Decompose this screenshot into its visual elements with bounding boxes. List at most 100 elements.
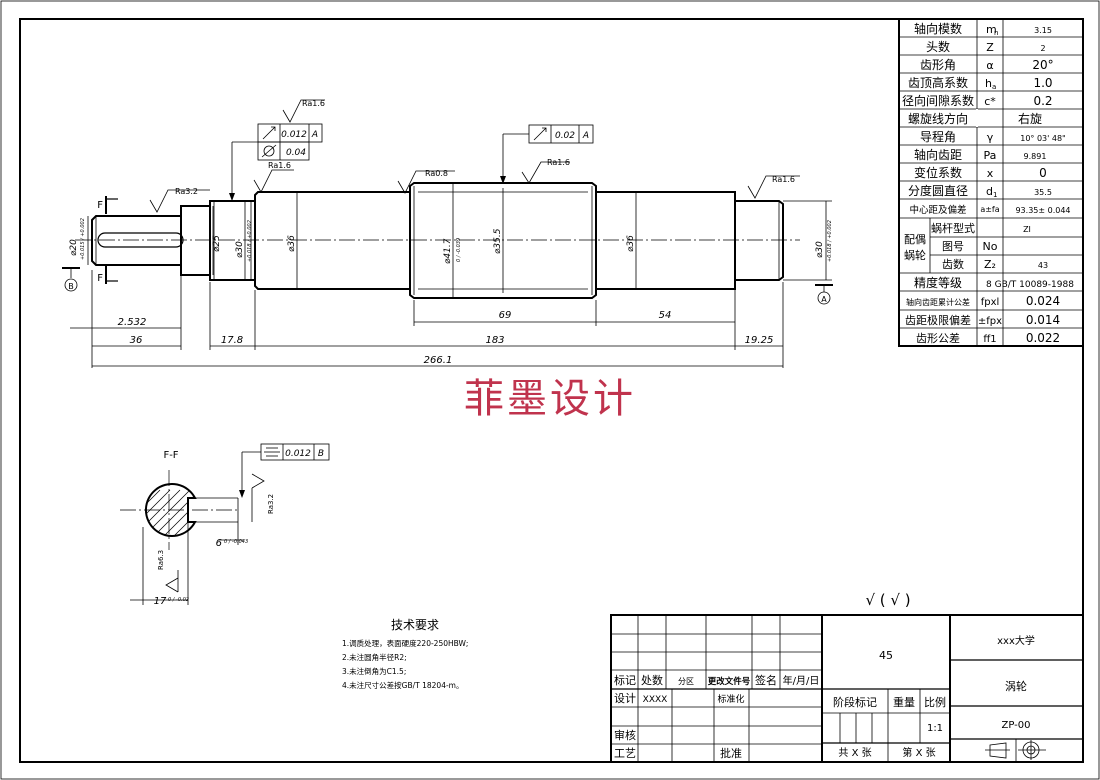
- roughness-icon: [251, 473, 265, 489]
- tech-item: 3.未注倒角为C1.5;: [342, 666, 406, 676]
- worm-runout-datum: A: [582, 131, 589, 141]
- dim-d20: ⌀20: [69, 239, 79, 256]
- watermark-text: 菲墨设计: [464, 376, 636, 422]
- param-symbol-sub: a: [992, 83, 996, 91]
- param-value: 右旋: [1018, 111, 1042, 126]
- param-name: 径向间隙系数: [902, 93, 974, 108]
- tb-weight: 重量: [893, 695, 915, 709]
- tb-ratio: 比例: [924, 695, 946, 709]
- param-value: 35.5: [1034, 188, 1052, 197]
- param-symbol: a±fa: [980, 205, 999, 214]
- key-width: 6: [216, 538, 222, 549]
- left-journal: [91, 215, 182, 266]
- dim-2532: 2.532: [118, 317, 147, 328]
- tb-header-count: 处数: [641, 674, 663, 687]
- param-value: 0.014: [1026, 313, 1060, 327]
- mate-name: 齿数: [942, 258, 964, 271]
- symmetry-value: 0.012: [285, 449, 311, 459]
- param-value: 2: [1040, 44, 1045, 53]
- section-view: F-F: [120, 443, 330, 607]
- param-symbol: d: [986, 185, 993, 198]
- rough-ra08: Ra0.8: [425, 169, 448, 178]
- dim-266-1: 266.1: [424, 355, 453, 366]
- inner-frame: [19, 18, 1084, 763]
- dim-19-25: 19.25: [745, 335, 774, 346]
- param-name: 齿形角: [920, 58, 956, 72]
- roughness-icon: [521, 161, 570, 184]
- param-name: 变位系数: [914, 165, 962, 180]
- mate-name: 蜗杆型式: [931, 221, 975, 235]
- runout-icon: [262, 126, 276, 140]
- cylindricity-value: 0.04: [286, 148, 306, 158]
- param-value: 3.15: [1034, 26, 1052, 35]
- tb-process: 工艺: [614, 747, 636, 760]
- roughness-icon: [253, 169, 294, 193]
- param-name: 导程角: [920, 129, 956, 144]
- param-name: 轴向齿距累计公差: [906, 297, 970, 307]
- tech-requirements: 技术要求 1.调质处理，表面硬度220-250HBW; 2.未注圆角半径R2; …: [342, 618, 468, 690]
- tolerance-frame-runout: 0.012 A 0.04: [229, 123, 323, 201]
- tb-part-name: 涡轮: [1005, 679, 1027, 693]
- param-symbol: ff1: [983, 334, 996, 345]
- tolerance-frame-worm-runout: 0.02 A: [500, 124, 594, 184]
- dim-d30: ⌀30: [235, 241, 245, 258]
- tb-header-zone: 分区: [678, 677, 694, 686]
- tb-approve: 批准: [720, 746, 742, 760]
- rough-ra16-top: Ra1.6: [302, 99, 325, 108]
- param-value: 0.022: [1026, 331, 1060, 345]
- dim-183: 183: [485, 335, 504, 346]
- param-value: 9.891: [1024, 152, 1047, 161]
- rough-ra32-left: Ra3.2: [175, 187, 198, 196]
- dim-d30-right-tol: +0.018 / +0.002: [827, 220, 833, 262]
- roughness-icon: [397, 170, 455, 194]
- param-value: 0.2: [1033, 94, 1052, 108]
- param-value: 8 GB/T 10089-1988: [986, 280, 1074, 290]
- dim-36: 36: [130, 335, 143, 346]
- param-name: 齿距极限偏差: [905, 313, 971, 327]
- param-name: 头数: [926, 39, 950, 54]
- datum-a-circle: [817, 291, 831, 305]
- tb-drawing-code: ZP-00: [1002, 720, 1031, 731]
- section-depth: 17: [154, 596, 167, 607]
- param-symbol-sub: 1: [993, 191, 997, 199]
- rough-ra16-mid: Ra1.6: [268, 161, 291, 170]
- mate-label: 配偶: [904, 233, 926, 246]
- param-symbol: m: [986, 23, 997, 36]
- dim-d36-right: ⌀36: [626, 235, 636, 252]
- shaft-step-d25: [180, 205, 211, 276]
- tb-check: 审核: [614, 728, 636, 742]
- section-mark-bottom: F: [97, 273, 103, 284]
- tb-header-doc: 更改文件号: [708, 676, 751, 687]
- worm-runout-value: 0.02: [555, 131, 575, 141]
- tech-item: 4.未注尺寸公差按GB/T 18204-m。: [342, 680, 463, 690]
- tb-design: 设计: [614, 692, 636, 705]
- section-depth-tol: 0 / -0.02: [168, 597, 189, 603]
- param-name: 齿形公差: [916, 331, 960, 345]
- tb-standard: 标准化: [717, 693, 744, 705]
- tb-scale: 1:1: [927, 723, 943, 734]
- param-value: 1.0: [1033, 76, 1052, 90]
- param-name: 精度等级: [914, 275, 962, 290]
- tb-stage: 阶段标记: [833, 695, 877, 709]
- key-width-tol: 0 / -0.043: [224, 539, 248, 545]
- param-value: 93.35± 0.044: [1015, 206, 1070, 215]
- param-name: 螺旋线方向: [908, 111, 968, 126]
- param-symbol: c*: [984, 95, 996, 108]
- dim-d41: ⌀41.7: [443, 238, 453, 264]
- projection-symbol-icon: [985, 740, 1046, 760]
- tb-total: 共 X 张: [838, 747, 871, 759]
- runout-value: 0.012: [281, 130, 307, 140]
- param-name: 齿顶高系数: [908, 75, 968, 90]
- param-symbol: α: [986, 59, 993, 72]
- mate-name: 图号: [942, 240, 964, 253]
- dim-69: 69: [499, 310, 512, 321]
- param-symbol-sub: n: [994, 29, 998, 37]
- param-symbol: h: [985, 77, 992, 90]
- param-symbol: ±fpx: [978, 316, 1002, 327]
- dim-d30-right: ⌀30: [815, 241, 825, 258]
- mate-value: ZI: [1023, 225, 1031, 234]
- tb-header-date: 年/月/日: [783, 674, 820, 687]
- surface-note: √ ( √ ): [865, 591, 910, 609]
